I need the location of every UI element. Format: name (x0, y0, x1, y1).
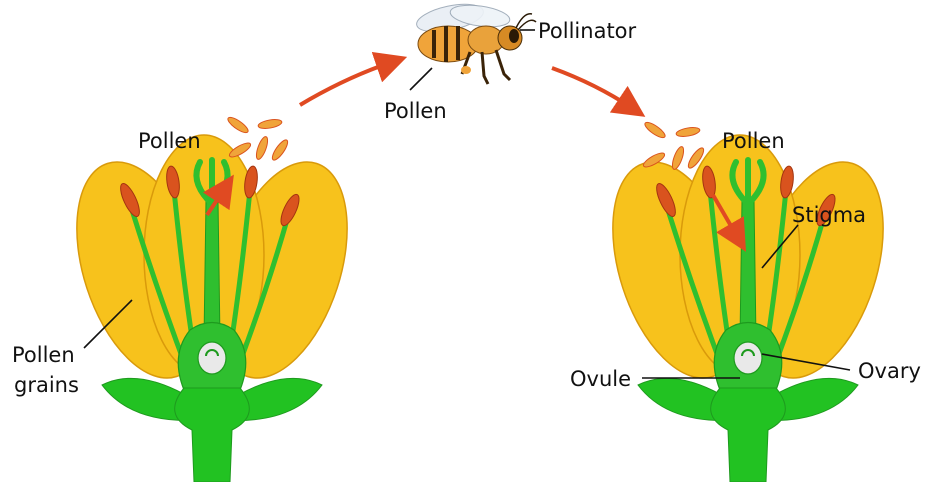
pollen-cluster-right (642, 120, 707, 171)
label-stigma: Stigma (792, 203, 866, 227)
label-pollen-left: Pollen (138, 129, 201, 153)
bee-icon (414, 0, 536, 84)
leader-pollen-bee (410, 68, 432, 90)
pollen-cluster-left (226, 115, 290, 162)
label-ovule: Ovule (570, 367, 631, 391)
label-pollen-right: Pollen (722, 129, 785, 153)
label-pollen-grains-line1: Pollen (12, 343, 75, 367)
arrow-bee-to-pollen (552, 68, 632, 108)
flower-left-icon (52, 135, 372, 482)
arrow-pollen-to-bee (300, 62, 392, 105)
label-ovary: Ovary (858, 359, 921, 383)
label-pollen-grains-line2: grains (14, 373, 79, 397)
label-pollen-bee: Pollen (384, 99, 447, 123)
flower-right-icon (588, 135, 908, 482)
label-pollinator: Pollinator (538, 19, 637, 43)
